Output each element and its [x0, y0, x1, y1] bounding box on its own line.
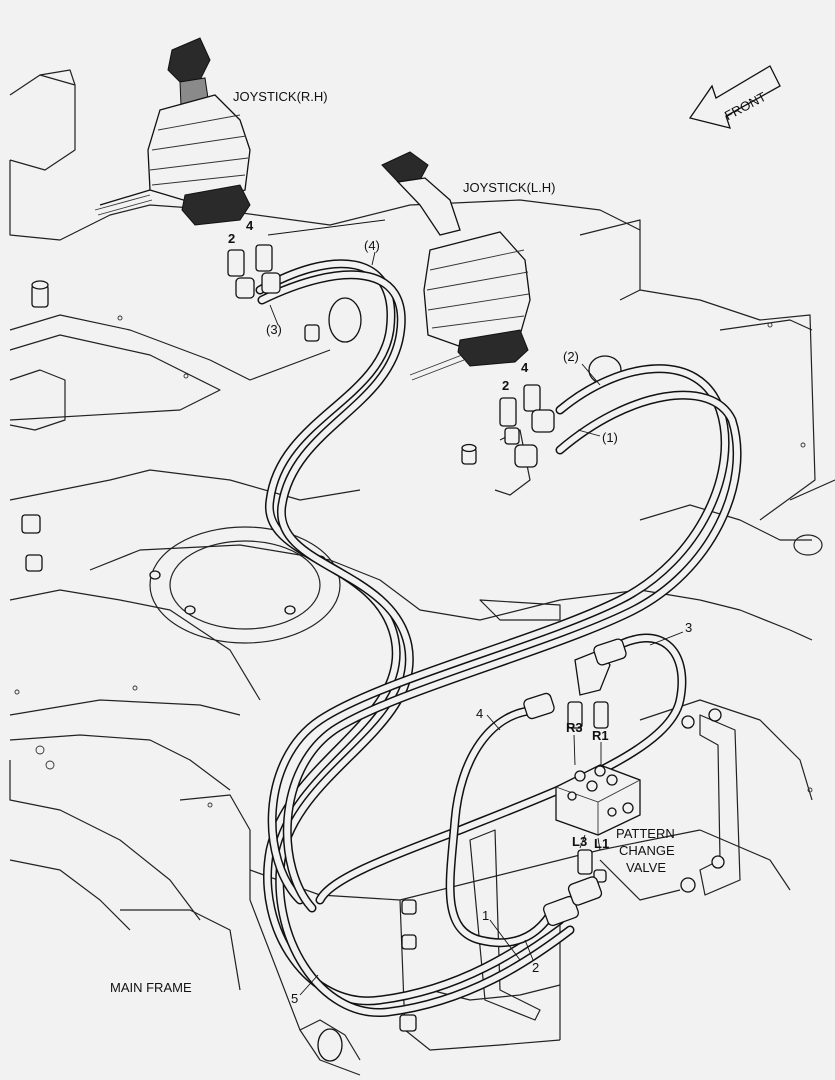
- hose-bundle: [255, 259, 742, 1017]
- lh-port-4-callout: 4: [521, 360, 529, 375]
- lh-fitting-2: [499, 397, 517, 427]
- port-l3-callout: L3: [572, 834, 587, 849]
- pattern-change-valve-label-3: VALVE: [626, 860, 666, 875]
- pattern-change-valve: [523, 638, 725, 927]
- hose-4-callout: 4: [476, 706, 483, 721]
- hose-1-callout: 1: [482, 908, 489, 923]
- joystick-rh: [94, 37, 281, 299]
- pattern-change-valve-label-2: CHANGE: [619, 843, 675, 858]
- front-arrow: FRONT: [688, 65, 781, 129]
- joystick-lh: [381, 151, 555, 468]
- hose-3-callout: 3: [685, 620, 692, 635]
- hose-paren-3-callout: (3): [266, 322, 282, 337]
- port-l1-callout: L1: [594, 836, 609, 851]
- hose-paren-2-callout: (2): [563, 349, 579, 364]
- pattern-change-valve-label-1: PATTERN: [616, 826, 675, 841]
- main-frame-label: MAIN FRAME: [110, 980, 192, 995]
- rh-fitting-4: [255, 244, 273, 272]
- rh-port-2-callout: 2: [228, 231, 235, 246]
- lh-port-2-callout: 2: [502, 378, 509, 393]
- main-frame-structure: [9, 69, 835, 1076]
- rh-fitting-2: [227, 249, 245, 277]
- hose-2-callout: 2: [532, 960, 539, 975]
- joystick-rh-label: JOYSTICK(R.H): [233, 89, 328, 104]
- hose-paren-4-callout: (4): [364, 238, 380, 253]
- hose-paren-1-callout: (1): [602, 430, 618, 445]
- hose-5-callout: 5: [291, 991, 298, 1006]
- joystick-lh-label: JOYSTICK(L.H): [463, 180, 555, 195]
- port-r1-callout: R1: [592, 728, 609, 743]
- text-labels: JOYSTICK(R.H) JOYSTICK(L.H) MAIN FRAME P…: [110, 89, 692, 1006]
- rh-port-4-callout: 4: [246, 218, 254, 233]
- lh-fitting-4: [523, 384, 541, 412]
- port-r3-callout: R3: [566, 720, 583, 735]
- leader-lines: [267, 219, 684, 996]
